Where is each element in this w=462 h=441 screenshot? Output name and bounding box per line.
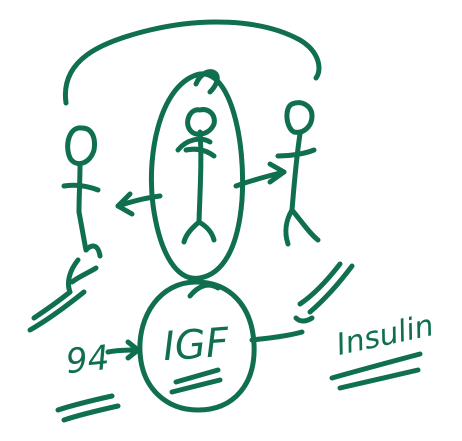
link-hub-to-right — [249, 329, 305, 343]
left-figure-head — [65, 125, 97, 167]
hub-circle — [137, 279, 257, 413]
left-check-mark — [31, 257, 81, 321]
middle-figure — [175, 107, 217, 245]
right-figure — [275, 100, 321, 247]
left-label-underline — [55, 393, 115, 413]
oval-tip — [193, 69, 220, 95]
middle-figure-head — [185, 107, 217, 137]
ink-strokes — [27, 19, 423, 423]
left-figure — [61, 125, 103, 259]
top-arc — [62, 19, 322, 106]
hub-underline — [173, 367, 221, 385]
right-figure-head — [284, 100, 315, 135]
right-label-underline — [329, 351, 423, 381]
central-oval — [148, 71, 246, 281]
right-check-mark — [297, 261, 343, 307]
